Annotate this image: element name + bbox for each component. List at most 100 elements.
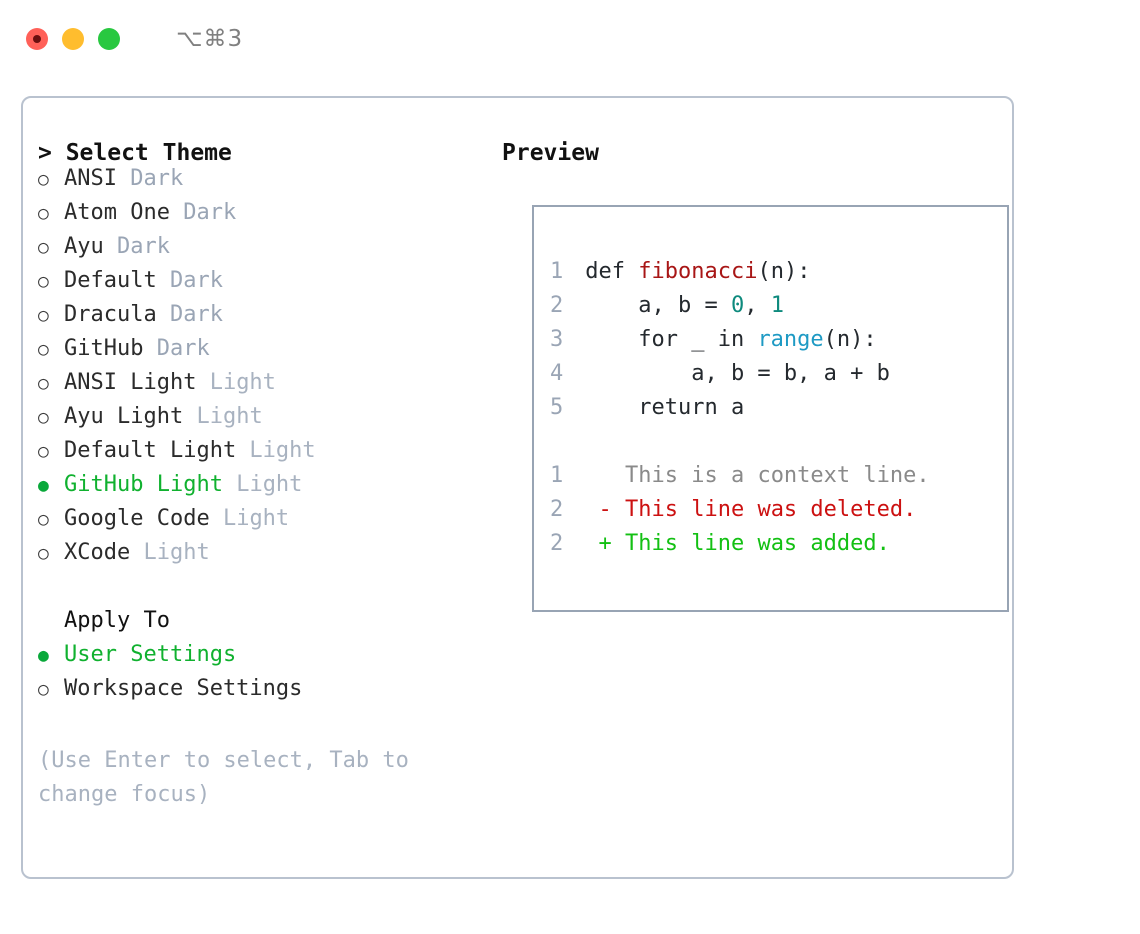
maximize-window-icon[interactable] bbox=[98, 28, 120, 50]
main-panel: > Select Theme ○ANSI Dark○Atom One Dark○… bbox=[21, 96, 1014, 879]
theme-option-dracula[interactable]: ○ Dracula Dark bbox=[38, 302, 488, 336]
code-token-plain: return a bbox=[585, 395, 745, 420]
line-number: 4 bbox=[550, 361, 564, 386]
line-number: 3 bbox=[550, 327, 564, 352]
radio-unselected-icon[interactable]: ○ bbox=[38, 679, 49, 700]
theme-option-name: Google Code bbox=[64, 506, 210, 531]
code-line: 2 a, b = 0, 1 bbox=[550, 289, 930, 323]
apply-to-option-name: User Settings bbox=[64, 642, 237, 667]
theme-option-google-code[interactable]: ○ Google Code Light bbox=[38, 506, 488, 540]
theme-option-ayu[interactable]: ○Ayu Dark bbox=[38, 234, 488, 268]
radio-unselected-icon[interactable]: ○ bbox=[38, 237, 49, 258]
theme-option-name: GitHub bbox=[64, 336, 144, 361]
code-line: 3 for _ in range(n): bbox=[550, 323, 930, 357]
close-window-icon[interactable] bbox=[26, 28, 48, 50]
theme-option-name: Ayu Light bbox=[64, 404, 184, 429]
diff-text: This line was deleted. bbox=[611, 497, 917, 522]
code-token-plain: a, b = bbox=[585, 293, 731, 318]
code-token-plain: def bbox=[585, 259, 639, 284]
theme-option-github[interactable]: ○GitHub Dark bbox=[38, 336, 488, 370]
theme-option-variant-tag: Dark bbox=[169, 200, 237, 225]
diff-line-ctx: 1 This is a context line. bbox=[550, 459, 930, 493]
code-token-func: fibonacci bbox=[638, 259, 758, 284]
apply-to-option-user-settings[interactable]: ● User Settings bbox=[38, 642, 488, 676]
code-line: 4 a, b = b, a + b bbox=[550, 357, 930, 391]
theme-option-github-light[interactable]: ●GitHub Light Light bbox=[38, 472, 488, 506]
diff-text: This line was added. bbox=[611, 531, 890, 556]
keyboard-shortcut-label: ⌥⌘3 bbox=[176, 26, 244, 52]
theme-option-name: Ayu bbox=[64, 234, 104, 259]
radio-unselected-icon[interactable]: ○ bbox=[38, 509, 49, 530]
theme-option-default-light[interactable]: ○Default Light Light bbox=[38, 438, 488, 472]
code-token-plain: for _ in bbox=[585, 327, 758, 352]
code-line: 5 return a bbox=[550, 391, 930, 425]
code-token-plain: (n): bbox=[823, 327, 877, 352]
apply-to-option-name: Workspace Settings bbox=[64, 676, 303, 701]
code-token-plain: (n): bbox=[757, 259, 811, 284]
diff-text: This is a context line. bbox=[611, 463, 930, 488]
radio-unselected-icon[interactable]: ○ bbox=[38, 407, 49, 428]
theme-option-ayu-light[interactable]: ○ Ayu Light Light bbox=[38, 404, 488, 438]
radio-selected-icon[interactable]: ● bbox=[38, 475, 49, 496]
preview-header: Preview bbox=[502, 140, 599, 166]
theme-option-list[interactable]: ○ANSI Dark○Atom One Dark○Ayu Dark○Defaul… bbox=[38, 166, 488, 574]
radio-unselected-icon[interactable]: ○ bbox=[38, 373, 49, 394]
theme-option-variant-tag: Light bbox=[183, 404, 263, 429]
keyboard-hint-text: (Use Enter to select, Tab to change focu… bbox=[38, 748, 423, 807]
radio-unselected-icon[interactable]: ○ bbox=[38, 543, 49, 564]
line-number: 1 bbox=[550, 259, 564, 284]
theme-selector-column: > Select Theme ○ANSI Dark○Atom One Dark○… bbox=[38, 140, 488, 812]
code-line: 1 def fibonacci(n): bbox=[550, 255, 930, 289]
line-number: 2 bbox=[550, 531, 564, 556]
theme-option-variant-tag: Light bbox=[130, 540, 210, 565]
line-number: 2 bbox=[550, 293, 564, 318]
theme-option-ansi-light[interactable]: ○ ANSI Light Light bbox=[38, 370, 488, 404]
line-number: 1 bbox=[550, 463, 564, 488]
theme-option-variant-tag: Dark bbox=[156, 268, 223, 293]
theme-option-name: Atom One bbox=[64, 200, 170, 225]
theme-option-name: ANSI Light bbox=[64, 370, 197, 395]
theme-option-xcode[interactable]: ○ XCode Light bbox=[38, 540, 488, 574]
apply-to-label: Apply To bbox=[64, 608, 170, 633]
apply-to-option-list[interactable]: ● User Settings ○ Workspace Settings bbox=[38, 642, 488, 710]
radio-selected-icon[interactable]: ● bbox=[38, 645, 49, 666]
code-token-num: 0 bbox=[730, 293, 745, 318]
theme-option-name: XCode bbox=[64, 540, 131, 565]
apply-to-header: ○ Apply To bbox=[38, 608, 488, 642]
theme-option-variant-tag: Light bbox=[209, 506, 290, 531]
theme-option-atom-one[interactable]: ○ Atom One Dark bbox=[38, 200, 488, 234]
apply-to-option-workspace-settings[interactable]: ○ Workspace Settings bbox=[38, 676, 488, 710]
radio-unselected-icon[interactable]: ○ bbox=[38, 305, 49, 326]
code-token-plain: a, b = b, a + b bbox=[585, 361, 890, 386]
line-number: 2 bbox=[550, 497, 564, 522]
theme-option-ansi[interactable]: ○ANSI Dark bbox=[38, 166, 488, 200]
diff-marker: - bbox=[598, 497, 612, 522]
preview-column: Preview 1 def fibonacci(n):2 a, b = 0, 1… bbox=[502, 140, 1009, 612]
radio-unselected-icon[interactable]: ○ bbox=[38, 169, 49, 190]
code-token-num: 1 bbox=[770, 293, 784, 318]
title-bar: ⌥⌘3 bbox=[0, 0, 1140, 78]
theme-option-variant-tag: Dark bbox=[156, 302, 223, 327]
theme-option-name: Default Light bbox=[64, 438, 237, 463]
code-blank-line bbox=[550, 425, 930, 459]
theme-option-name: GitHub Light bbox=[64, 472, 223, 497]
theme-option-variant-tag: Dark bbox=[116, 166, 184, 191]
radio-unselected-icon[interactable]: ○ bbox=[38, 203, 49, 224]
diff-marker bbox=[599, 463, 612, 488]
select-theme-header: > Select Theme bbox=[38, 140, 232, 166]
diff-line-add: 2 + This line was added. bbox=[550, 527, 930, 561]
minimize-window-icon[interactable] bbox=[62, 28, 84, 50]
theme-option-default[interactable]: ○ Default Dark bbox=[38, 268, 488, 302]
line-number: 5 bbox=[550, 395, 564, 420]
traffic-lights bbox=[26, 28, 120, 50]
radio-unselected-icon[interactable]: ○ bbox=[38, 271, 49, 292]
theme-option-name: Default bbox=[64, 268, 157, 293]
radio-unselected-icon[interactable]: ○ bbox=[38, 441, 49, 462]
code-token-call: range bbox=[757, 327, 824, 352]
theme-option-name: Dracula bbox=[64, 302, 157, 327]
radio-unselected-icon[interactable]: ○ bbox=[38, 339, 49, 360]
theme-option-variant-tag: Light bbox=[196, 370, 276, 395]
diff-line-del: 2 - This line was deleted. bbox=[550, 493, 930, 527]
